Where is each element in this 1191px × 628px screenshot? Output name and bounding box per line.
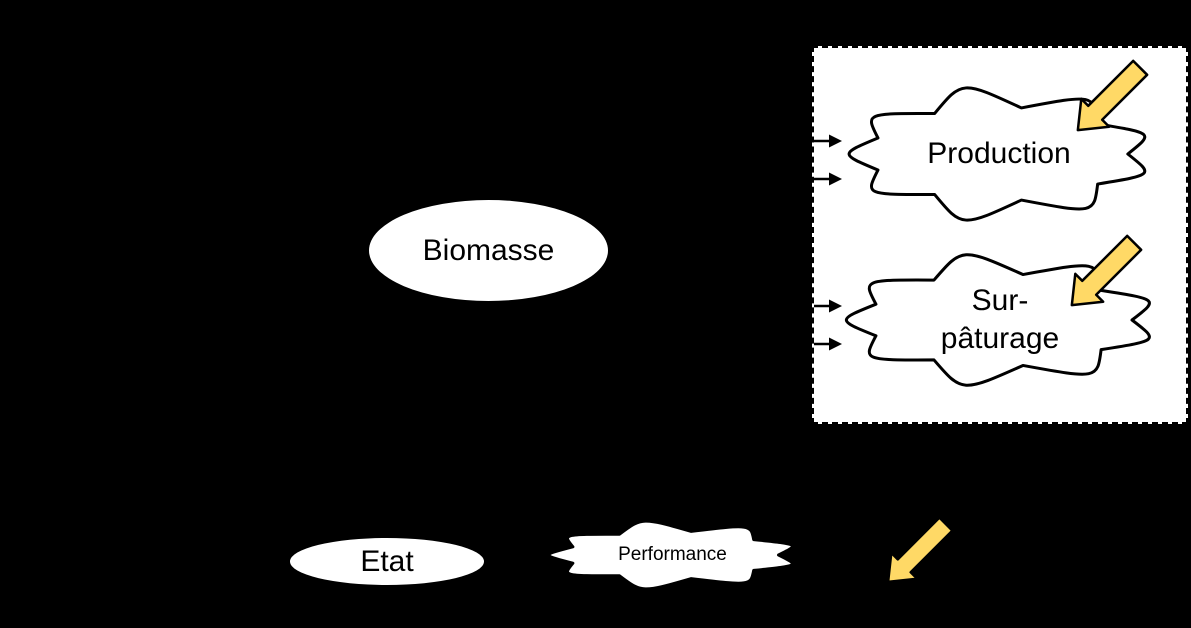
performance-cloud [547,519,795,591]
legend-impact-arrow-icon [887,516,954,583]
surpaturage-impact-arrow-icon [1070,234,1143,307]
etat-label: Etat [360,545,414,578]
production-impact-arrow-icon [1076,59,1149,132]
etat-legend-node: Etat [287,535,487,588]
biomasse-node: Biomasse [366,197,611,304]
biomasse-label: Biomasse [422,234,555,267]
